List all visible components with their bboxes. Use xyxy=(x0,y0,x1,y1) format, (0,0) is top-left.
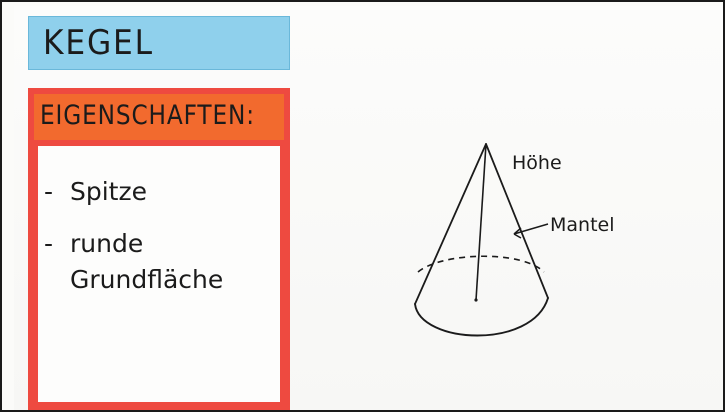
properties-list: -Spitze -runde Grundfläche xyxy=(38,146,280,402)
properties-card: EIGENSCHAFTEN: -Spitze -runde Grundfläch… xyxy=(28,88,290,410)
cone-left-edge xyxy=(415,144,486,304)
properties-header: EIGENSCHAFTEN: xyxy=(34,94,284,140)
list-item-text: Spitze xyxy=(70,177,147,206)
properties-header-label: EIGENSCHAFTEN: xyxy=(40,100,255,131)
list-bullet: - xyxy=(44,226,70,262)
height-label: Höhe xyxy=(512,152,562,174)
list-item-text-line2: Grundfläche xyxy=(44,262,223,298)
cone-base-front xyxy=(415,298,548,336)
cone-height-line xyxy=(476,144,486,300)
cone-base-back xyxy=(418,256,544,272)
title-card: KEGEL xyxy=(28,16,290,70)
list-item: -Spitze xyxy=(44,174,147,210)
list-item: -runde Grundfläche xyxy=(44,226,223,298)
lateral-surface-label: Mantel xyxy=(550,214,615,236)
list-item-text: runde xyxy=(70,229,143,258)
cone-base-center xyxy=(474,298,477,301)
list-bullet: - xyxy=(44,174,70,210)
page-title: KEGEL xyxy=(43,23,154,63)
